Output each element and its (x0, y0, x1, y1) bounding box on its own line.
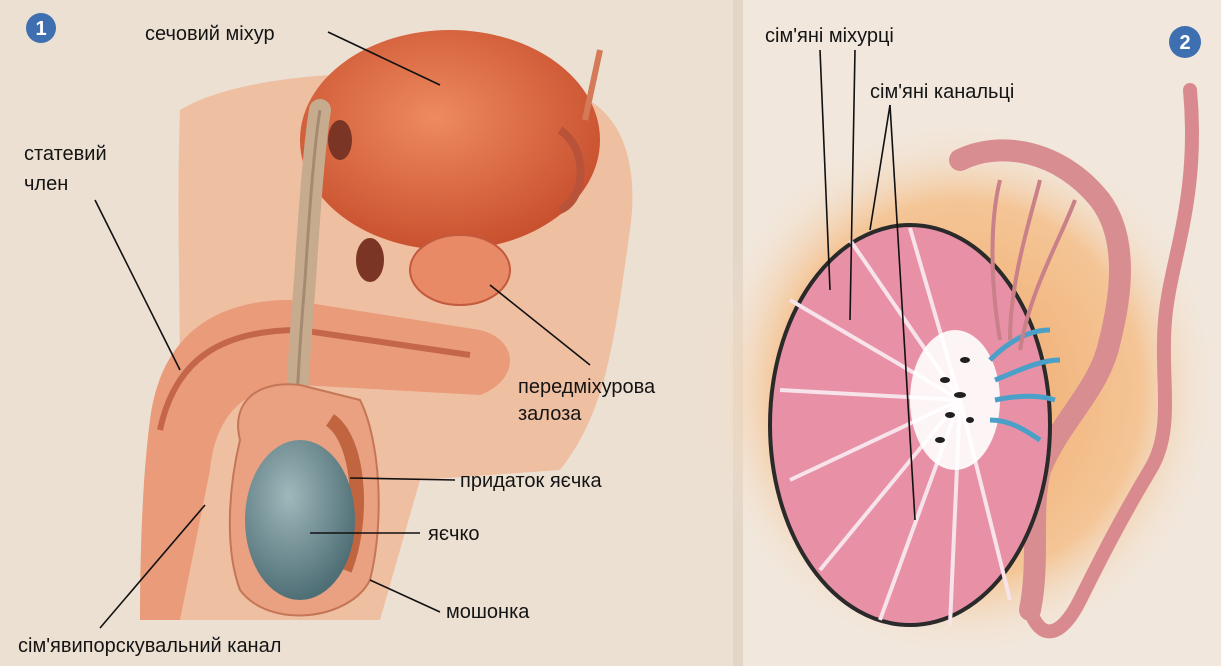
label-testis: яєчко (428, 523, 480, 545)
panel-1-number: 1 (35, 18, 46, 40)
label-prostate-1: передміхурова (518, 376, 656, 398)
label-epididymis: придаток яєчка (460, 470, 602, 492)
muscle-detail-2 (328, 120, 352, 160)
label-ejaculatory-duct: сім'явипорскувальний канал (18, 635, 281, 657)
mediastinum (910, 330, 1000, 470)
label-scrotum: мошонка (446, 601, 530, 623)
label-penis-1: статевий (24, 143, 107, 165)
label-bladder: сечовий міхур (145, 23, 275, 45)
label-penis-2: член (24, 173, 68, 195)
label-seminal-vesicles: сім'яні міхурці (765, 25, 894, 47)
label-seminiferous-tubules: сім'яні канальці (870, 81, 1014, 103)
testis (245, 440, 355, 600)
muscle-detail (356, 238, 384, 282)
panel-2-number: 2 (1179, 32, 1190, 54)
prostate (410, 235, 510, 305)
label-prostate-2: залоза (518, 403, 582, 425)
